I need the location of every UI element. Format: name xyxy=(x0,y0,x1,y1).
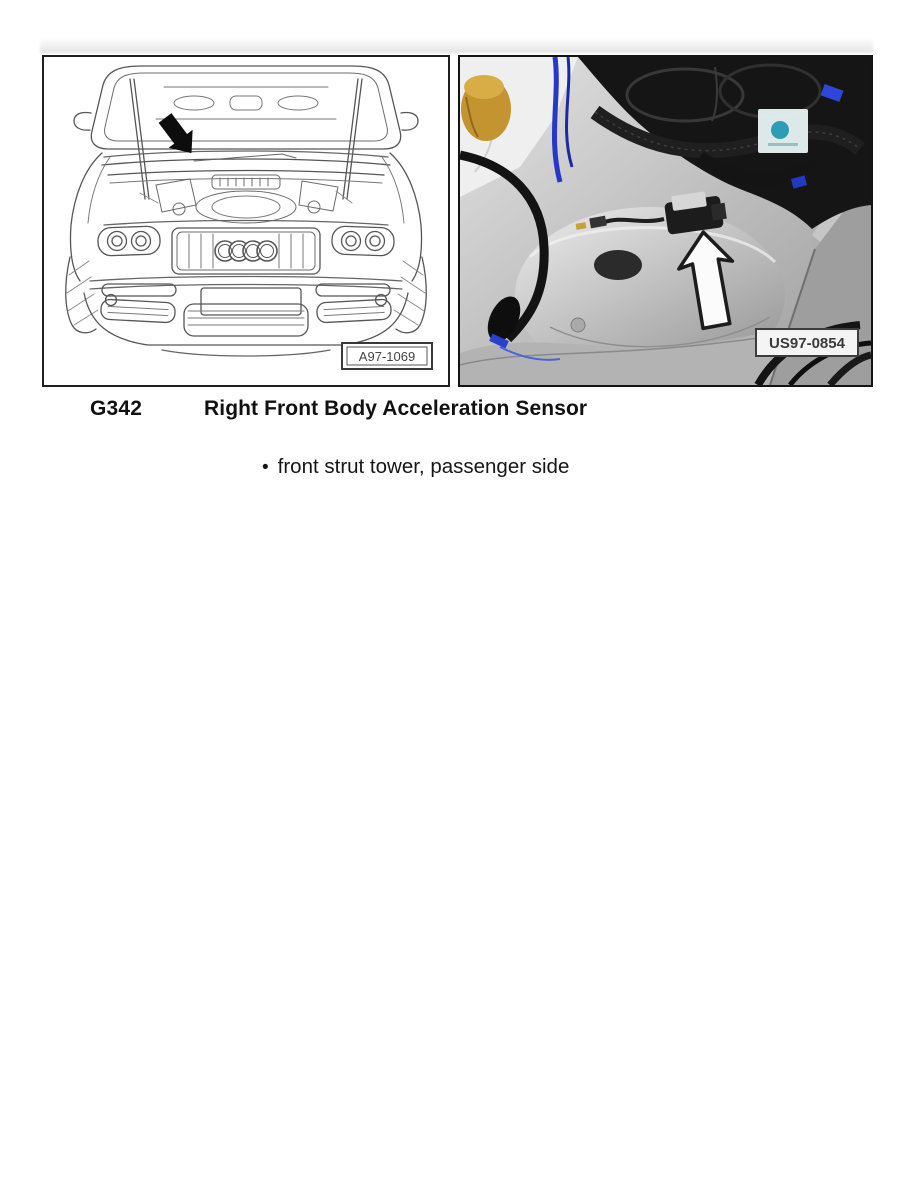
diagram-ref-text: A97-1069 xyxy=(359,349,415,364)
license-plate xyxy=(200,287,302,316)
headlights xyxy=(97,225,395,257)
bullet-icon: • xyxy=(262,457,269,478)
audi-rings-icon xyxy=(214,240,278,262)
lower-grille xyxy=(183,303,309,337)
yellow-cap xyxy=(461,75,511,141)
photo-ref-text: US97-0854 xyxy=(769,335,846,352)
bullet-text: front strut tower, passenger side xyxy=(277,455,570,478)
car-line-drawing: A97-1069 xyxy=(65,65,433,370)
engine-bay-details xyxy=(139,174,353,224)
car-outline-group xyxy=(65,65,427,357)
bullet-line: • front strut tower, passenger side xyxy=(262,455,569,479)
info-sticker xyxy=(758,109,808,153)
scan-artifact xyxy=(40,38,873,53)
wiring-harness xyxy=(460,150,561,361)
location-arrow-icon xyxy=(158,113,193,154)
figure-ref-label: A97-1069 xyxy=(341,342,433,370)
section-heading: G342 Right Front Body Acceleration Senso… xyxy=(0,397,918,423)
figure-hood-open-diagram: A97-1069 xyxy=(42,55,450,387)
blue-cables xyxy=(551,57,844,189)
acceleration-sensor xyxy=(575,191,727,235)
figure-strut-tower-photo: US97-0854 xyxy=(458,55,873,387)
section-id: G342 xyxy=(90,397,143,420)
section-title: Right Front Body Acceleration Sensor xyxy=(204,397,588,420)
figure-ref-label: US97-0854 xyxy=(755,328,859,357)
grille xyxy=(171,227,321,275)
strut-tower-photo-art: US97-0854 xyxy=(460,57,871,385)
location-arrow-icon xyxy=(677,230,735,331)
